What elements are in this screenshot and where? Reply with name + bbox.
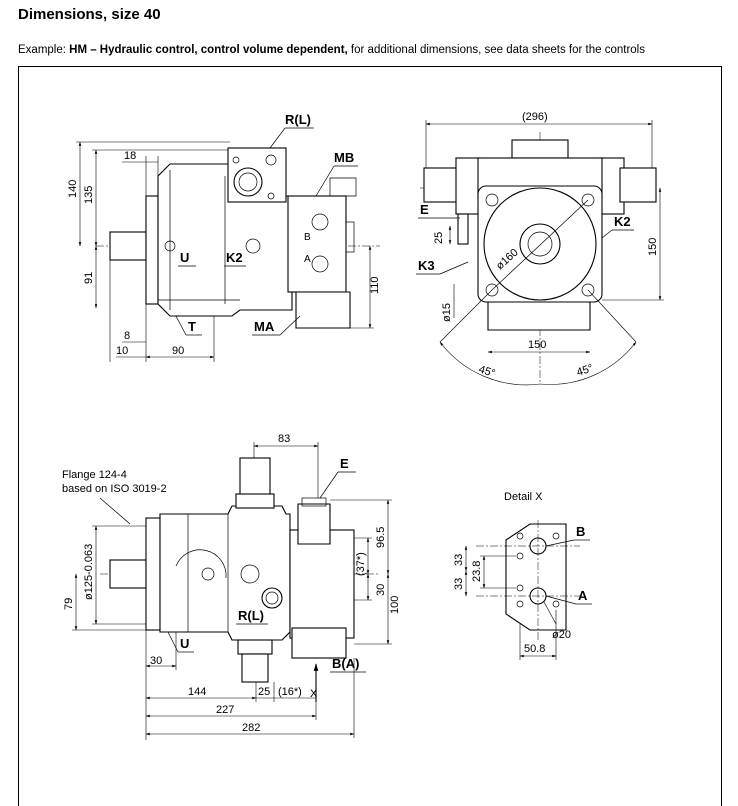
front-port-e: E (420, 202, 429, 217)
top-dim-16: (16*) (278, 686, 302, 698)
detail-port-a: A (578, 588, 588, 603)
side-view: B A R(L) MB U K2 T MA 140 135 91 110 (67, 112, 381, 362)
example-rest: for additional dimensions, see data shee… (347, 44, 645, 56)
drawing-frame (18, 66, 722, 806)
top-dim-125: ø125-0.063 (83, 544, 95, 600)
front-dim-150v: 150 (647, 238, 659, 256)
top-dim-30v: 30 (375, 584, 387, 596)
front-port-k3: K3 (418, 258, 435, 273)
front-angle-left: 45° (477, 363, 497, 380)
example-prefix: Example: (18, 44, 70, 56)
top-dim-79: 79 (63, 598, 75, 610)
top-dim-83: 83 (278, 433, 290, 445)
front-dim-15: ø15 (441, 303, 453, 322)
front-port-k2: K2 (614, 214, 631, 229)
top-port-rl: R(L) (238, 608, 264, 623)
top-dim-965: 96.5 (375, 527, 387, 548)
detail-x: Detail X B A 33 33 23.8 50.8 ø20 (453, 491, 592, 660)
side-port-ma: MA (254, 319, 275, 334)
front-dim-296: (296) (522, 111, 548, 123)
flange-label-1: Flange 124-4 (62, 469, 127, 481)
side-dim-18: 18 (124, 150, 136, 162)
top-dim-25: 25 (258, 686, 270, 698)
top-port-ba: B(A) (332, 656, 359, 671)
detail-dim-238a: 23.8 (471, 561, 483, 582)
side-dim-10: 10 (116, 345, 128, 357)
top-housing (159, 505, 291, 641)
top-dim-100: 100 (389, 596, 401, 614)
detail-title: Detail X (504, 491, 543, 503)
side-port-t: T (188, 319, 196, 334)
side-dim-135: 135 (83, 186, 95, 204)
top-port-x: X (310, 688, 318, 700)
side-dim-110: 110 (369, 276, 381, 294)
top-port-u: U (180, 636, 189, 651)
top-dim-30h: 30 (150, 655, 162, 667)
side-a-mark: A (304, 254, 311, 265)
top-shaft (109, 559, 147, 589)
side-dim-91: 91 (83, 272, 95, 284)
front-flange-circle (483, 187, 597, 301)
top-dim-227: 227 (216, 704, 234, 716)
detail-plate (505, 523, 567, 631)
side-shaft (109, 231, 147, 261)
technical-drawing: B A R(L) MB U K2 T MA 140 135 91 110 (62, 111, 664, 740)
page-title: Dimensions, size 40 (18, 6, 161, 23)
detail-dim-20: ø20 (552, 629, 571, 641)
detail-dim-508: 50.8 (524, 643, 545, 655)
side-dim-90: 90 (172, 345, 184, 357)
flange-label-2: based on ISO 3019-2 (62, 483, 167, 495)
detail-dim-33a: 33 (453, 554, 465, 566)
front-dim-25: 25 (433, 232, 445, 244)
side-dim-140: 140 (67, 180, 79, 198)
side-dim-8: 8 (124, 330, 130, 342)
side-port-k2: K2 (226, 250, 243, 265)
detail-dim-33b: 33 (453, 578, 465, 590)
detail-port-b: B (576, 524, 585, 539)
example-caption: Example: HM – Hydraulic control, control… (18, 44, 645, 56)
front-dim-150h: 150 (528, 339, 546, 351)
front-view: ø160 E K3 K2 (296) 25 ø15 150 150 45° 45… (416, 111, 664, 386)
top-dim-37: (37*) (355, 552, 367, 576)
side-port-mb: MB (334, 150, 354, 165)
example-bold: HM – Hydraulic control, control volume d… (69, 44, 348, 56)
side-port-u: U (180, 250, 189, 265)
front-angle-right: 45° (575, 362, 595, 379)
top-port-e: E (340, 456, 349, 471)
top-dim-282: 282 (242, 722, 260, 734)
top-dim-144: 144 (188, 686, 206, 698)
side-port-rl: R(L) (285, 112, 311, 127)
side-b-mark: B (304, 232, 311, 243)
top-view: Flange 124-4 based on ISO 3019-2 E R(L (62, 433, 401, 740)
